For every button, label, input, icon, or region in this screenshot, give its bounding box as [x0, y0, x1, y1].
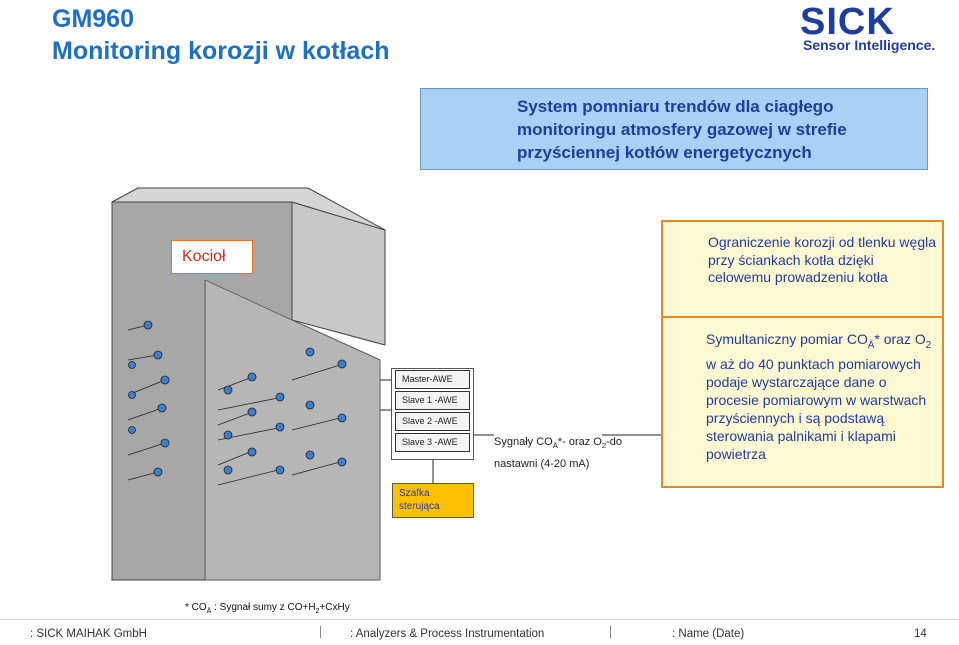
- box2-sub2: 2: [925, 339, 932, 351]
- footnote-prefix: * CO: [185, 602, 207, 613]
- footer-division: : Analyzers & Process Instrumentation: [350, 628, 545, 640]
- page-title-line1: GM960: [52, 5, 134, 33]
- footnote-suffix: +CxHy: [319, 602, 350, 613]
- signal-sub1: Ä: [552, 441, 558, 451]
- probes-left: [127, 320, 170, 481]
- box2-prefix: Symultaniczny pomiar CO: [706, 331, 868, 347]
- awe-unit-master: Master-AWE: [395, 370, 470, 389]
- box2-suffix: w aż do 40 punktach pomiarowych podaje w…: [706, 355, 927, 462]
- probes-middle: [217, 372, 285, 486]
- box2-mid: * oraz O: [874, 331, 926, 347]
- footer-divider: [0, 619, 959, 620]
- footnote: * COÄ : Sygnał sumy z CO+H2+CxHy: [185, 602, 350, 615]
- footer-separator-1: [320, 626, 321, 638]
- awe-unit-slave3: Slave 3 -AWE: [395, 433, 470, 452]
- signal-suffix: -do nastawni (4-20 mA): [494, 436, 623, 471]
- signal-sub2: 2: [601, 441, 607, 451]
- headline-box: System pomniaru trendów dla ciagłego mon…: [420, 88, 928, 170]
- box2-sub1: Ä: [867, 339, 875, 351]
- signal-prefix: Sygnały CO: [494, 436, 553, 448]
- footnote-sub2: 2: [315, 608, 320, 615]
- control-cabinet: Szafka sterująca: [392, 483, 474, 518]
- footnote-sub1: Ä: [206, 608, 212, 615]
- footer-page-number: 14: [914, 628, 927, 640]
- awe-unit-slave2: Slave 2 -AWE: [395, 412, 470, 431]
- footer-separator-2: [610, 626, 611, 638]
- footer-name-date: : Name (Date): [672, 628, 745, 640]
- footer-company: : SICK MAIHAK GmbH: [30, 628, 147, 640]
- probes-right: [291, 347, 347, 476]
- info-box-measurement-text: Symultaniczny pomiar COÄ* oraz O2 w aż d…: [706, 330, 938, 463]
- awe-unit-slave1: Slave 1 -AWE: [395, 391, 470, 410]
- footnote-mid: : Sygnał sumy z CO+H: [211, 602, 316, 613]
- info-box-corrosion-text: Ograniczenie korozji od tlenku węgla prz…: [708, 234, 937, 285]
- boiler-label: Kocioł: [171, 240, 253, 274]
- sick-logo: SICK: [800, 1, 920, 54]
- page-title-line2: Monitoring korozji w kotłach: [52, 37, 390, 65]
- info-box-corrosion: Ograniczenie korozji od tlenku węgla prz…: [661, 220, 944, 321]
- signal-mid: *- oraz O: [557, 436, 602, 448]
- svg-text:SICK: SICK: [800, 2, 895, 42]
- signal-label: Sygnały COÄ*- oraz O2-do nastawni (4-20 …: [494, 433, 644, 473]
- headline-text: System pomniaru trendów dla ciagłego mon…: [517, 97, 847, 162]
- info-box-measurement: Symultaniczny pomiar COÄ* oraz O2 w aż d…: [661, 316, 944, 488]
- logo-tagline: Sensor Intelligence.: [803, 37, 936, 53]
